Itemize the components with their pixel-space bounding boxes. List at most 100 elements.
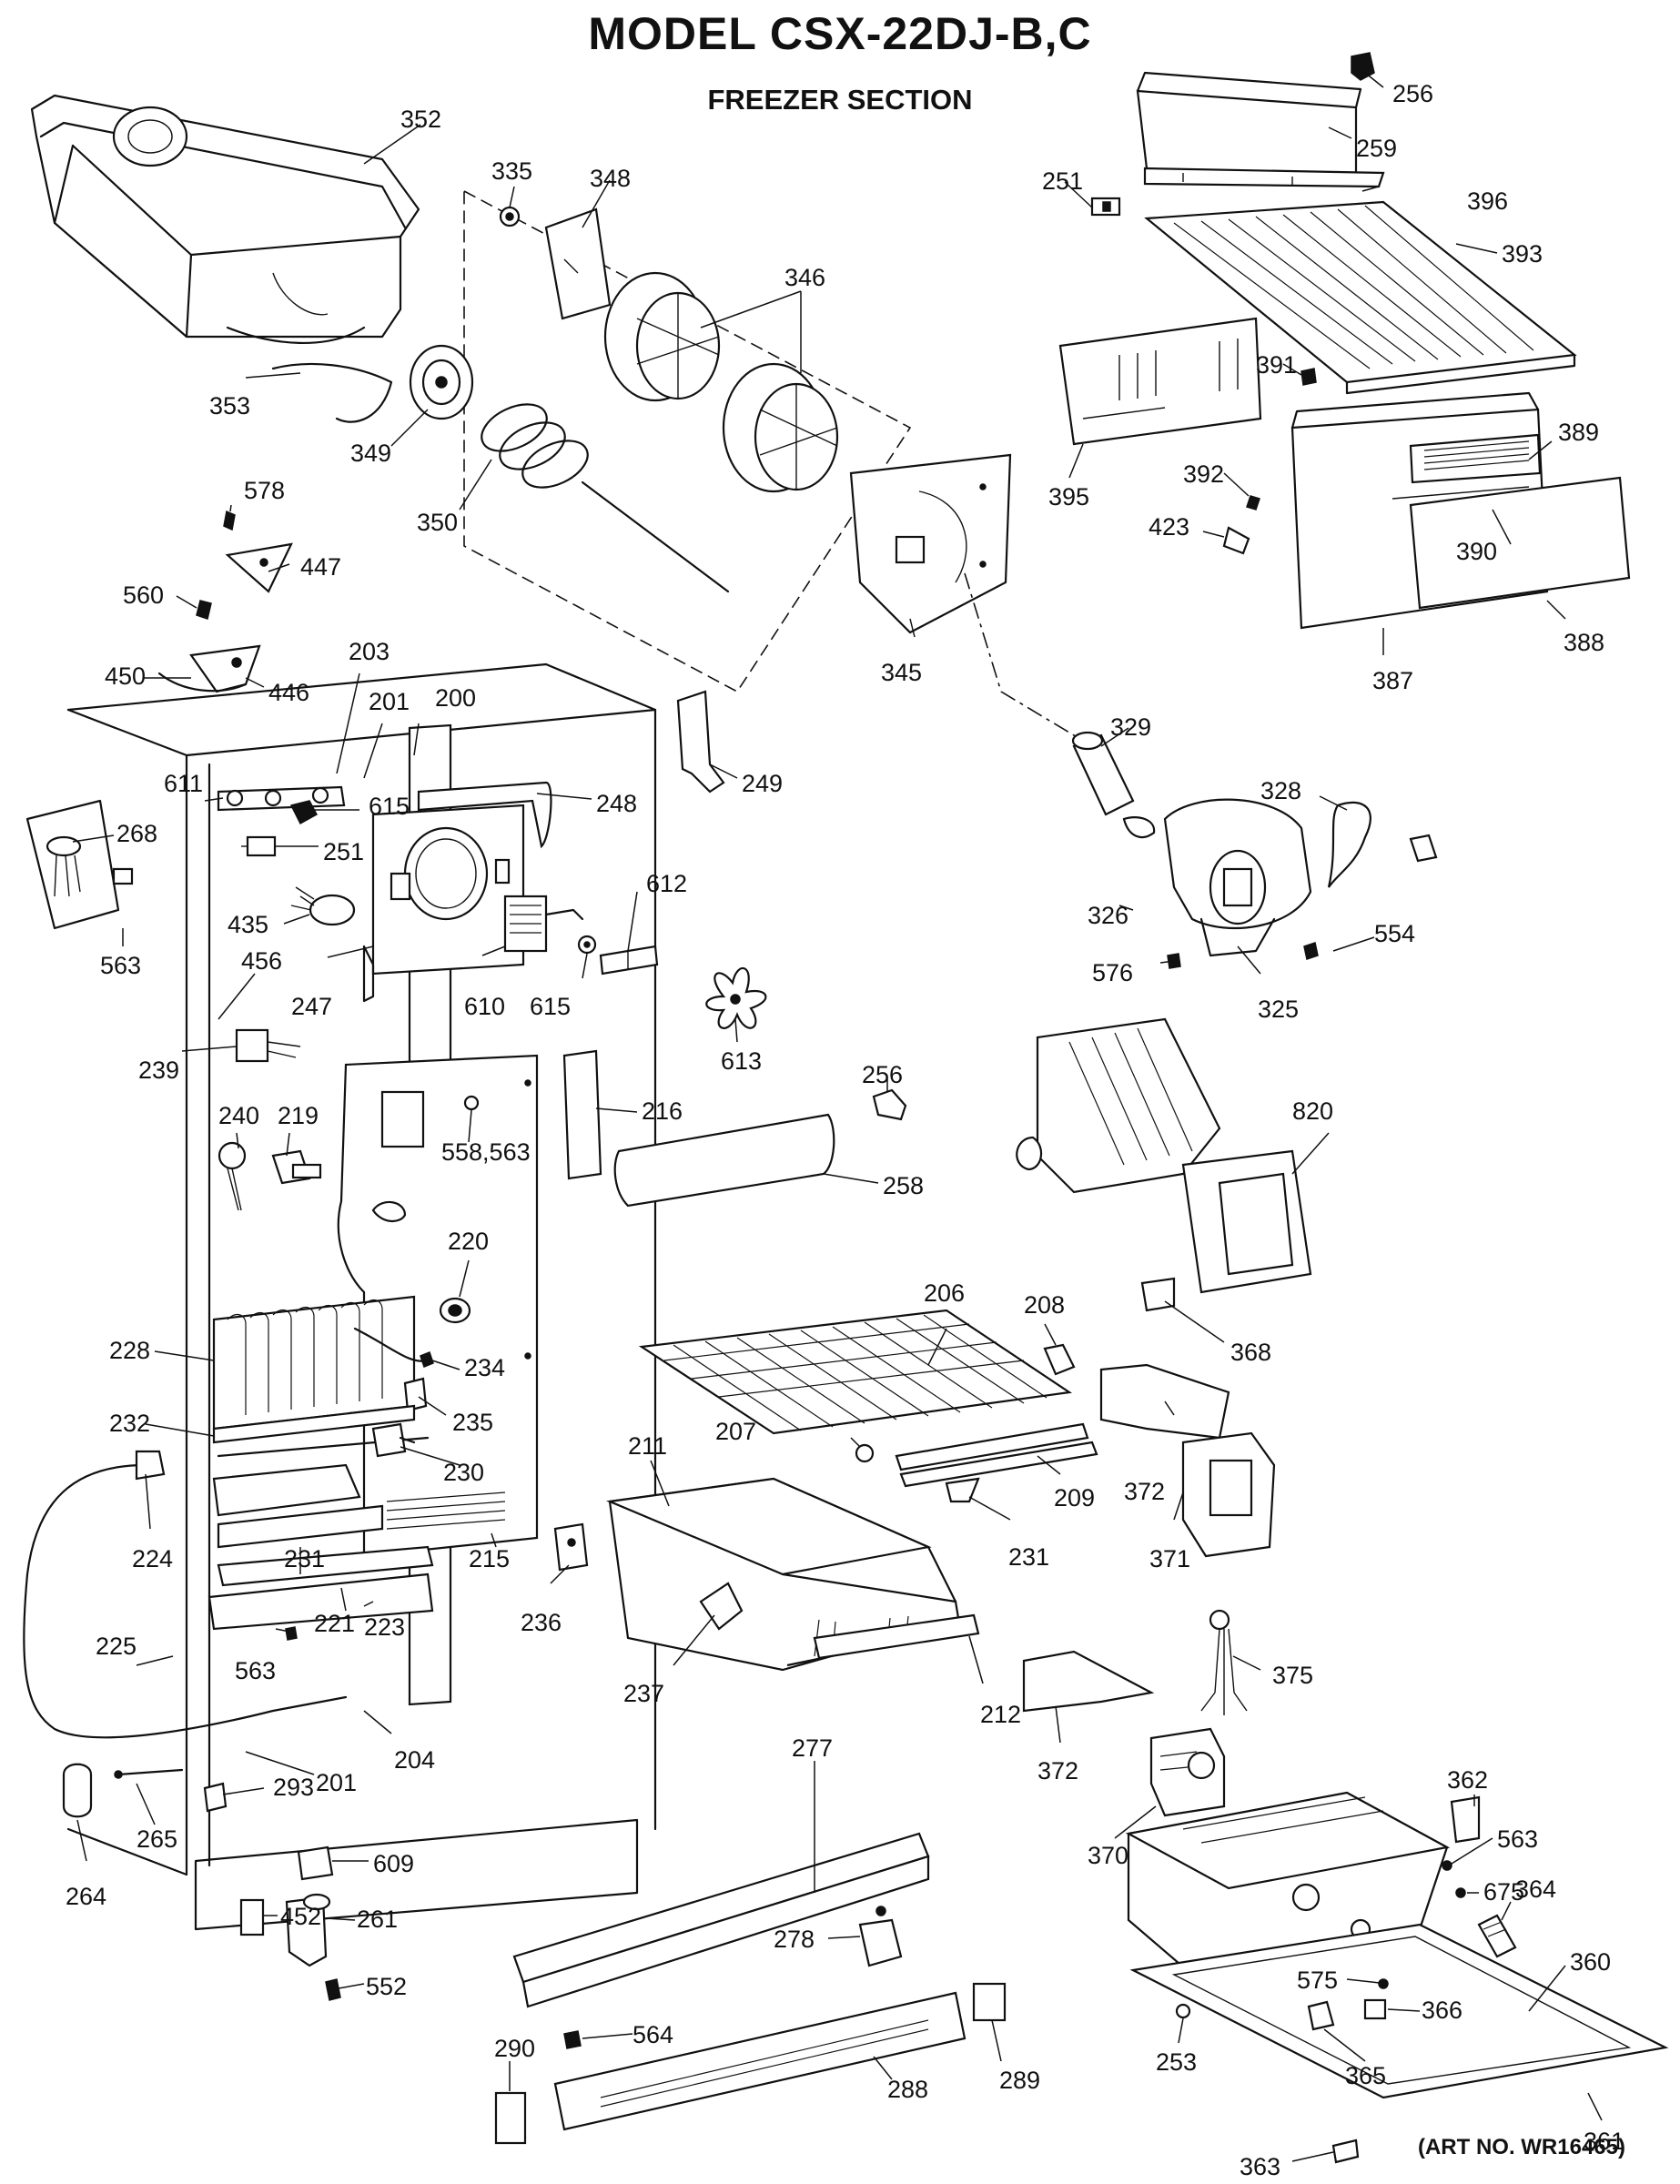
- callout-248: 248: [596, 790, 637, 817]
- callout-232: 232: [109, 1410, 150, 1437]
- shelf-rail-part: [895, 1422, 1098, 1488]
- callout-372-mid: 372: [1124, 1478, 1165, 1505]
- spacer-part: [1331, 2138, 1360, 2164]
- callout-371: 371: [1149, 1545, 1190, 1572]
- callout-360: 360: [1570, 1948, 1611, 1976]
- switch-part: [1363, 1998, 1387, 2020]
- callout-375: 375: [1272, 1662, 1313, 1689]
- callout-328: 328: [1260, 777, 1301, 804]
- lever-part: [157, 644, 261, 693]
- callout-611: 611: [164, 770, 203, 797]
- callout-563-mid: 563: [235, 1657, 276, 1684]
- motor-bracket-part: [599, 945, 659, 976]
- callout-268: 268: [116, 820, 157, 847]
- callout-372-bottom: 372: [1037, 1757, 1078, 1785]
- callout-435: 435: [228, 911, 268, 938]
- bracket-part: [945, 1477, 980, 1503]
- bracket-249-part: [676, 690, 725, 794]
- lamp-socket-part: [271, 1149, 322, 1185]
- callout-219: 219: [278, 1102, 319, 1129]
- callout-200: 200: [435, 684, 476, 712]
- callout-249: 249: [742, 770, 783, 797]
- callout-234: 234: [464, 1354, 505, 1381]
- screw-part: [563, 2030, 582, 2049]
- switch-364-part: [1477, 1914, 1517, 1958]
- callout-201-top: 201: [369, 688, 410, 715]
- grommet-part: [1300, 368, 1317, 386]
- callout-212: 212: [980, 1701, 1021, 1728]
- plug-part: [62, 1763, 93, 1818]
- callout-261: 261: [357, 1906, 398, 1933]
- callout-675: 675: [1483, 1878, 1524, 1906]
- shelf-support-part: [1043, 1343, 1076, 1376]
- callout-391: 391: [1256, 351, 1297, 379]
- callout-237: 237: [623, 1680, 664, 1707]
- callout-370: 370: [1088, 1842, 1128, 1869]
- callout-293: 293: [273, 1774, 314, 1801]
- thermostat-mount-part: [217, 785, 346, 825]
- callout-259: 259: [1356, 135, 1397, 162]
- callout-456: 456: [241, 947, 282, 975]
- cam-part: [1307, 2000, 1335, 2031]
- callout-363: 363: [1240, 2153, 1280, 2180]
- drip-tray-part: [1129, 1923, 1669, 2099]
- callout-201-bottom: 201: [316, 1769, 357, 1796]
- actuator-part: [1327, 801, 1438, 888]
- grille-hardware-part: [297, 1845, 334, 1881]
- terminal-block-part: [371, 1422, 416, 1458]
- callout-206: 206: [924, 1279, 965, 1307]
- chute-part: [1181, 1431, 1276, 1558]
- callout-258: 258: [883, 1172, 924, 1199]
- drain-heater-part: [23, 1450, 348, 1739]
- screw-part: [285, 1626, 298, 1641]
- callout-265: 265: [137, 1825, 177, 1853]
- screw-part: [1455, 1887, 1466, 1898]
- wire-harness-part: [1200, 1609, 1248, 1715]
- callout-576: 576: [1092, 959, 1133, 986]
- callout-230: 230: [443, 1459, 484, 1486]
- callout-423: 423: [1149, 513, 1189, 541]
- callout-615-mid: 615: [530, 993, 571, 1020]
- clip-part: [1351, 52, 1375, 81]
- screw-part: [223, 510, 236, 531]
- callout-365: 365: [1345, 2062, 1386, 2089]
- callout-392: 392: [1183, 460, 1224, 488]
- callout-223: 223: [364, 1613, 405, 1641]
- callout-264: 264: [66, 1883, 106, 1910]
- cabinet-frame: [66, 662, 657, 1931]
- drain-pan-part: [207, 1572, 434, 1631]
- cover-part: [494, 2091, 527, 2145]
- leader-lines: [72, 72, 1603, 2162]
- callout-207: 207: [715, 1418, 756, 1445]
- callout-350: 350: [417, 509, 458, 536]
- callout-395: 395: [1048, 483, 1089, 511]
- assembly-boundary: [463, 189, 912, 693]
- callout-208: 208: [1024, 1291, 1065, 1319]
- callout-389: 389: [1558, 419, 1599, 446]
- callout-209: 209: [1054, 1484, 1095, 1512]
- screw-part: [1246, 495, 1260, 511]
- callout-numbers: 352 335 348 346 353 349 350 345 256 259 …: [66, 80, 1624, 2180]
- callout-215: 215: [469, 1545, 510, 1572]
- callout-446: 446: [268, 679, 309, 706]
- callout-253: 253: [1156, 2048, 1197, 2076]
- icemaker-part: [1016, 1017, 1312, 1294]
- callout-396: 396: [1467, 187, 1508, 215]
- drain-trough-support-part: [217, 1545, 434, 1587]
- callout-277: 277: [792, 1734, 833, 1762]
- dispenser-base-part: [1125, 1791, 1451, 1977]
- callout-387: 387: [1372, 667, 1413, 694]
- callout-231-center: 231: [1008, 1543, 1049, 1571]
- fan-blade-part: [705, 966, 767, 1029]
- defrost-thermostat-part: [218, 1141, 247, 1211]
- callout-251-top: 251: [1042, 167, 1083, 195]
- callout-393: 393: [1502, 240, 1543, 268]
- callout-349: 349: [350, 440, 391, 467]
- rail-bracket-part: [1136, 71, 1385, 188]
- heater-clip-part: [420, 1351, 434, 1368]
- callout-228: 228: [109, 1337, 150, 1364]
- button-part: [1222, 526, 1250, 555]
- callout-329: 329: [1110, 713, 1151, 741]
- fan-motor-part: [503, 895, 584, 953]
